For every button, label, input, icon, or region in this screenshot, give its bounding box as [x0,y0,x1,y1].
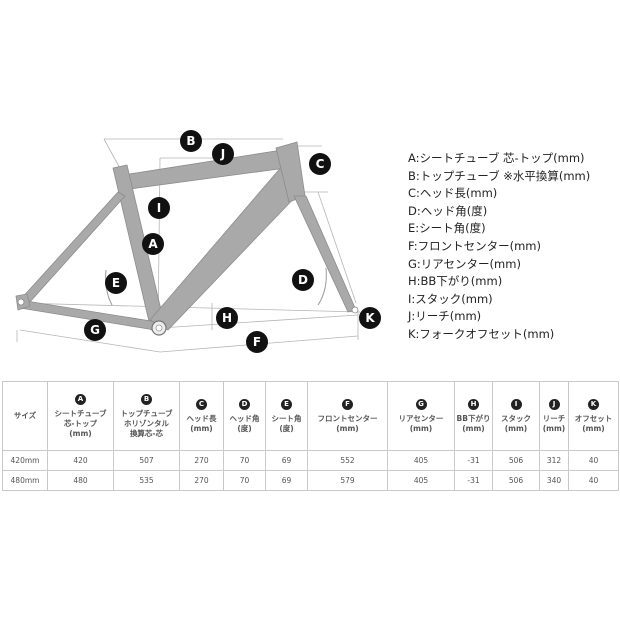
down-tube [149,164,301,331]
badge-i: I [148,197,170,219]
badge-k: K [359,307,381,329]
table-cell: 535 [113,470,180,491]
table-cell: 507 [113,450,180,471]
bottom-bracket-inner [155,324,163,332]
legend-item-h: H:BB下がり(mm) [408,274,503,289]
badge-c: C [309,153,331,175]
svg-text:E: E [112,276,120,290]
legend-item-d: D:ヘッド角(度) [408,203,488,218]
badge-e: E [105,272,127,294]
badge-g: G [84,319,106,341]
rear-axle [17,298,25,306]
badge-j: J [212,143,234,165]
badge-d: D [292,269,314,291]
svg-text:H: H [222,311,232,325]
badge-b: B [180,130,202,152]
table-cell: 270 [179,470,224,491]
table-cell: 270 [179,450,224,471]
svg-text:C: C [316,157,325,171]
dimension-legend: A:シートチューブ 芯-トップ(mm) B:トップチューブ ※水平換算(mm) … [408,150,618,344]
legend-item-e: E:シート角(度) [408,221,486,236]
top-tube [116,149,287,191]
legend-item-a: A:シートチューブ 芯-トップ(mm) [408,151,585,165]
head-angle-arc [317,267,327,306]
svg-text:F: F [253,335,261,349]
badge-a: A [142,233,164,255]
svg-text:B: B [186,134,195,148]
table-cell: 40 [568,470,619,491]
table-cell: 420 [47,450,114,471]
legend-item-j: J:リーチ(mm) [408,309,482,324]
seat-angle-arc [105,269,113,306]
size-cell: 420mm [2,450,48,471]
table-row: 420mm 420 507 270 70 69 552 405 -31 506 … [2,450,619,471]
table-cell: 312 [539,450,569,471]
svg-text:I: I [157,201,161,215]
table-cell: 69 [265,450,308,471]
legend-item-b: B:トップチューブ ※水平換算(mm) [408,168,591,183]
table-row: 480mm 480 535 270 70 69 579 405 -31 506 … [2,470,619,491]
badge-h: H [216,307,238,329]
table-cell: 552 [307,450,388,471]
table-cell: 340 [539,470,569,491]
svg-text:G: G [90,323,100,337]
legend-item-k: K:フォークオフセット(mm) [408,326,555,341]
table-cell: -31 [454,450,493,471]
table-cell: 69 [265,470,308,491]
table-cell: 40 [568,450,619,471]
table-cell: 405 [387,470,455,491]
table-cell: 506 [492,450,540,471]
rear-center-line [19,329,161,353]
legend-item-f: F:フロントセンター(mm) [408,238,541,253]
svg-text:K: K [365,311,375,325]
table-cell: 579 [307,470,388,491]
svg-text:D: D [298,273,308,287]
table-cell: 506 [492,470,540,491]
size-cell: 480mm [2,470,48,491]
badge-f: F [246,331,268,353]
table-cell: 480 [47,470,114,491]
svg-text:J: J [220,147,225,161]
fork-axis [317,191,357,304]
table-cell: 70 [223,470,266,491]
table-cell: 70 [223,450,266,471]
legend-item-c: C:ヘッド長(mm) [408,186,498,201]
hub-line [159,314,359,329]
legend-item-i: I:スタック(mm) [408,291,493,306]
legend-item-g: G:リアセンター(mm) [408,256,521,271]
table-cell: 405 [387,450,455,471]
table-cell: -31 [454,470,493,491]
front-axle [351,306,359,314]
size-header: サイズ [2,381,48,451]
svg-text:A: A [148,237,158,251]
